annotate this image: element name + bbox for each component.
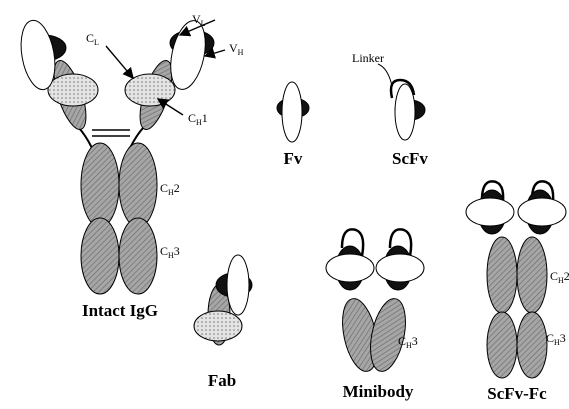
fv-title: Fv <box>284 149 303 168</box>
cl-domain <box>48 74 98 106</box>
cl-domain <box>194 311 242 341</box>
fab-title: Fab <box>208 371 236 390</box>
ch3-domain <box>81 218 119 294</box>
scfv: Linker ScFv <box>352 51 428 168</box>
scfv-fc-title: ScFv-Fc <box>487 384 547 403</box>
linker-pointer <box>378 64 392 86</box>
cl-domain <box>125 74 175 106</box>
ch2-domain <box>517 237 547 313</box>
vl-domain <box>518 198 566 226</box>
scfv-fc: CH2 CH3 ScFv-Fc <box>466 181 569 403</box>
ch2-label: CH2 <box>550 269 569 285</box>
vl-domain <box>227 255 249 315</box>
vl-domain <box>466 198 514 226</box>
vl-domain <box>326 254 374 282</box>
ch2-label: CH2 <box>160 181 180 197</box>
ch3-label: CH3 <box>546 331 566 347</box>
ch2-domain <box>119 143 157 227</box>
scfv-title: ScFv <box>392 149 428 168</box>
vl-domain <box>376 254 424 282</box>
fv: Fv <box>277 82 309 168</box>
cl-label: CL <box>86 31 99 47</box>
ch3-domain <box>517 312 547 378</box>
fab: Fab <box>194 255 252 390</box>
ch1-label: CH1 <box>188 111 208 127</box>
vl-domain <box>395 84 415 140</box>
ch3-domain <box>487 312 517 378</box>
vl-label: VL <box>192 12 206 28</box>
ch2-domain <box>487 237 517 313</box>
intact-igg: VL VH CL CH1 CH2 CH3 Intact IgG <box>16 12 244 320</box>
intact-igg-title: Intact IgG <box>82 301 158 320</box>
vl-domain <box>282 82 302 142</box>
minibody-title: Minibody <box>343 382 414 401</box>
ch3-label: CH3 <box>160 244 180 260</box>
ch2-domain <box>81 143 119 227</box>
vh-label: VH <box>229 41 244 57</box>
cl-arrow <box>106 46 133 78</box>
ch3-domain <box>119 218 157 294</box>
linker-label: Linker <box>352 51 384 65</box>
minibody: CH3 Minibody <box>326 229 424 401</box>
ch3-label: CH3 <box>398 334 418 350</box>
